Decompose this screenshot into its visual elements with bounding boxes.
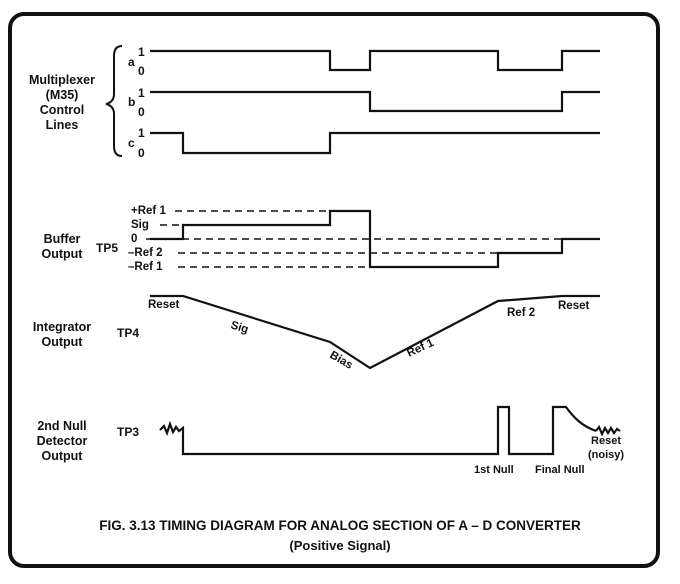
first-null-label: 1st Null (474, 464, 514, 476)
figure-frame (8, 12, 660, 568)
null-label-line2: Detector (37, 434, 88, 448)
multiplexer-label-line4: Lines (46, 118, 79, 132)
line-a-zero: 0 (138, 64, 145, 78)
sig-level-label: Sig (131, 219, 149, 231)
null-reset-note: (noisy) (588, 449, 624, 461)
line-a-waveform (150, 49, 600, 72)
phase-reset-left: Reset (148, 299, 179, 311)
multiplexer-label-line1: Multiplexer (29, 73, 95, 87)
integrator-label-line2: Output (42, 335, 84, 349)
line-c-label: c (128, 136, 135, 150)
line-b-zero: 0 (138, 105, 145, 119)
multiplexer-label-line3: Control (40, 103, 84, 117)
multiplexer-brace (105, 45, 123, 157)
null-reset-noise (595, 424, 621, 437)
zero-level-label: 0 (131, 233, 137, 245)
phase-ref2: Ref 2 (507, 307, 535, 319)
line-b-one: 1 (138, 86, 145, 100)
line-c-one: 1 (138, 126, 145, 140)
line-b-waveform (150, 90, 600, 113)
integrator-label-line1: Integrator (33, 320, 91, 334)
integrator-waveform (150, 294, 600, 370)
null-reset-label: Reset (591, 435, 621, 447)
phase-reset-right: Reset (558, 300, 589, 312)
line-a-one: 1 (138, 45, 145, 59)
ref-minus-level-label: –Ref 1 (128, 261, 163, 273)
tp5-label: TP5 (96, 241, 118, 255)
line-c-waveform (150, 131, 600, 155)
null-detector-waveform (159, 405, 597, 456)
figure-caption-subtitle: (Positive Signal) (289, 538, 390, 553)
ref2-level-label: –Ref 2 (128, 247, 163, 259)
buffer-label-line2: Output (42, 247, 84, 261)
phase-sig: Sig (229, 319, 250, 336)
figure-caption-title: FIG. 3.13 TIMING DIAGRAM FOR ANALOG SECT… (99, 518, 581, 533)
buffer-label-line1: Buffer (44, 232, 81, 246)
multiplexer-label: Multiplexer (M35) Control Lines (29, 73, 95, 132)
null-label-line1: 2nd Null (37, 419, 86, 433)
ref-plus-level-label: +Ref 1 (131, 205, 166, 217)
line-a-label: a (128, 55, 135, 69)
multiplexer-label-line2: (M35) (46, 88, 79, 102)
tp4-label: TP4 (117, 326, 139, 340)
phase-ref1: Ref 1 (405, 337, 436, 360)
line-c-zero: 0 (138, 146, 145, 160)
tp3-label: TP3 (117, 425, 139, 439)
null-label-line3: Output (42, 449, 84, 463)
line-b-label: b (128, 95, 135, 109)
phase-bias: Bias (328, 349, 355, 372)
final-null-label: Final Null (535, 464, 585, 476)
buffer-waveform (150, 209, 600, 269)
